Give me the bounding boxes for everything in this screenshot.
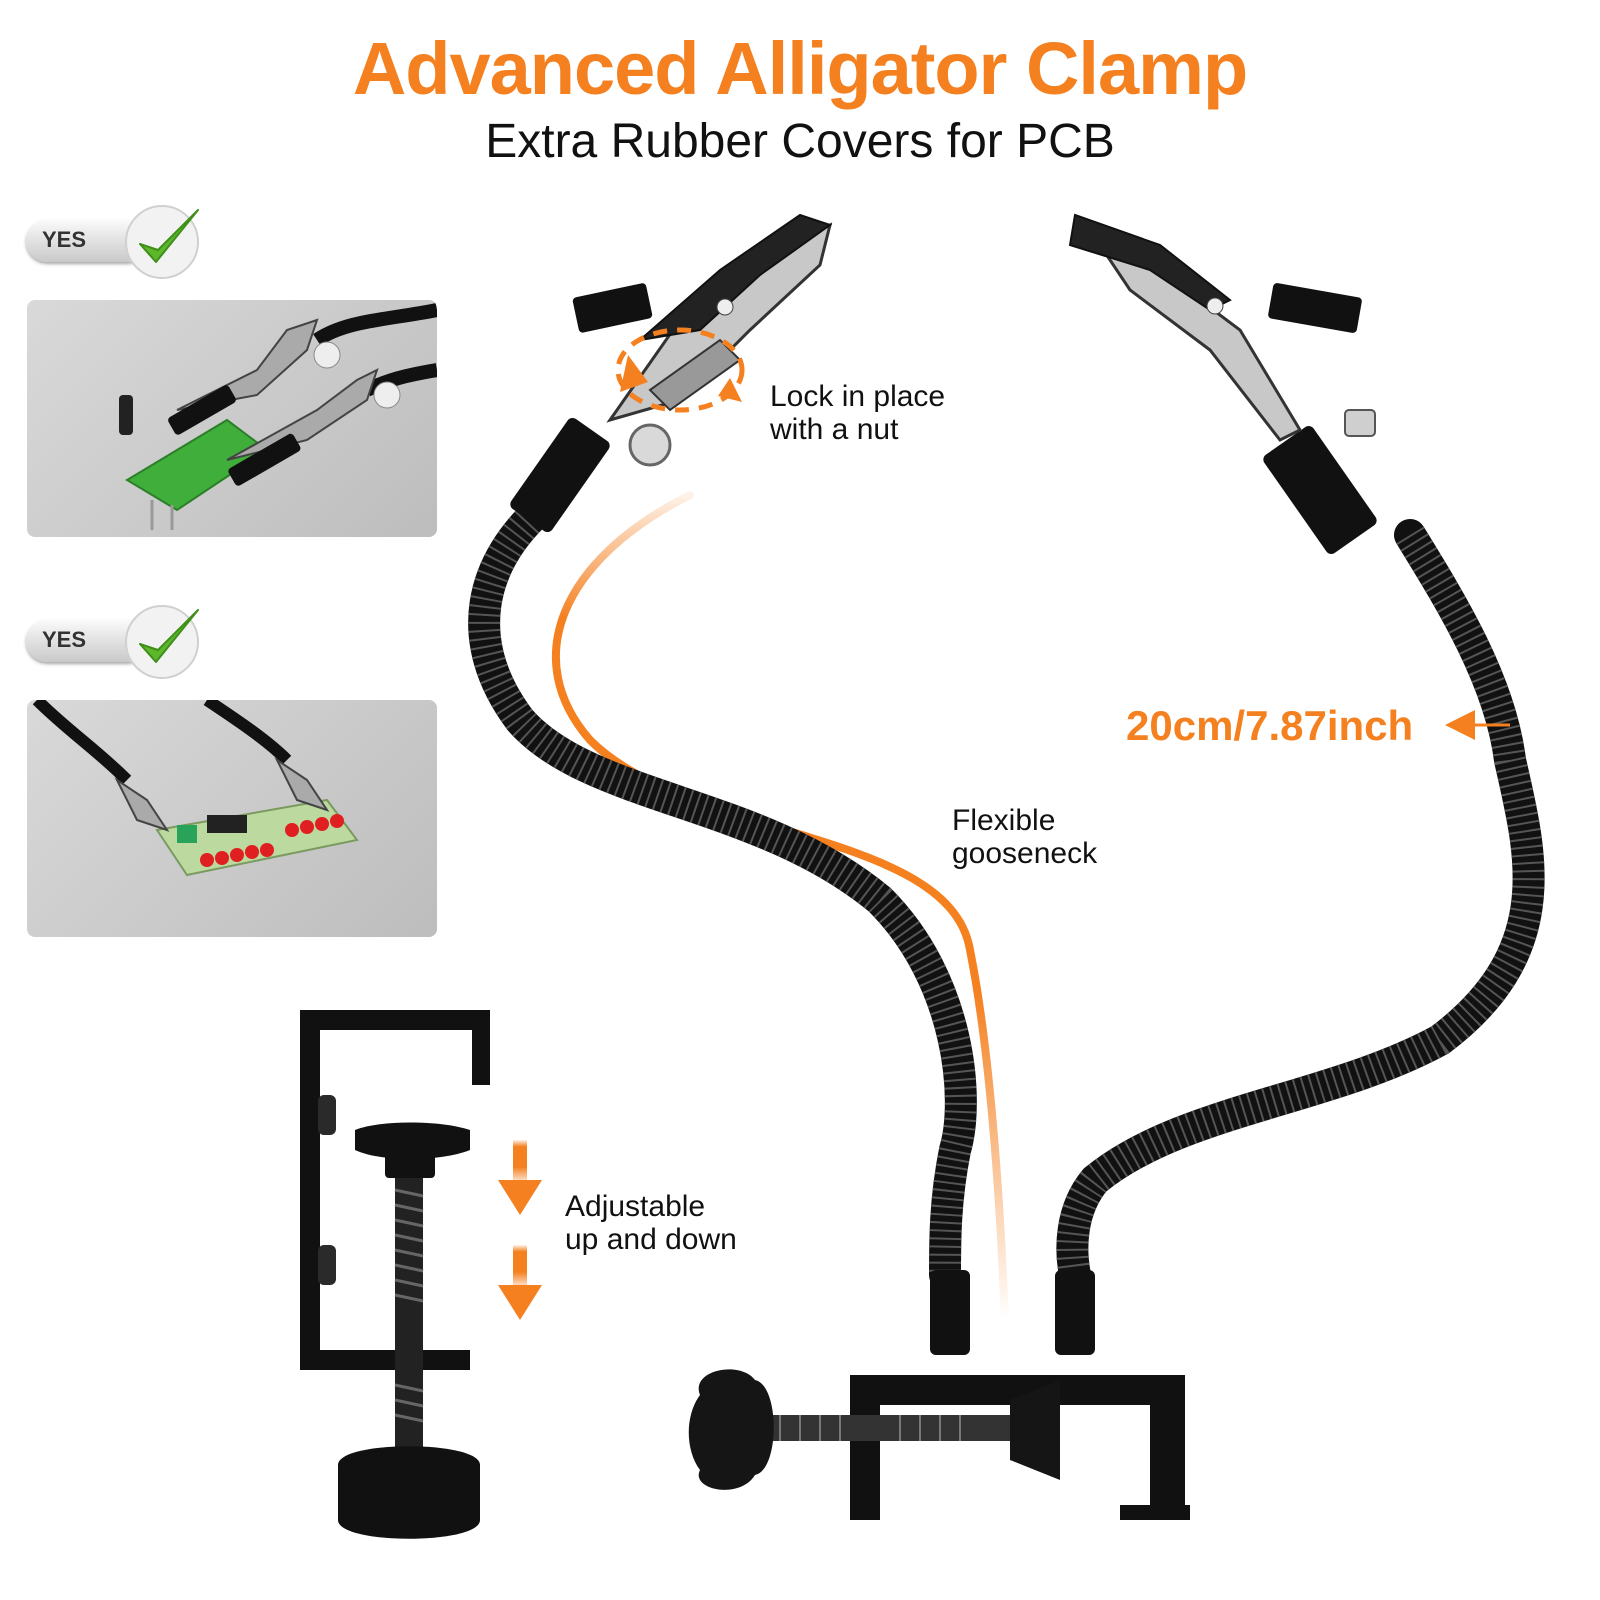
bottom-knob [338,1446,480,1539]
lock-callout-line1: Lock in place [770,380,946,413]
page-title: Advanced Alligator Clamp [352,27,1248,110]
adjust-callout: Adjustable up and down [565,1190,737,1256]
right-alligator-clip [1068,213,1362,442]
yes-badge: YES [26,200,199,280]
pcb-photo-2 [27,700,437,937]
yes-label: YES [42,627,87,652]
top-knob [355,1122,470,1159]
right-gooseneck [1056,519,1545,1291]
yes-badge: YES [26,600,199,680]
base-knob [688,1369,774,1490]
page-subtitle: Extra Rubber Covers for PCB [485,115,1115,168]
flex-curve [551,491,1009,1324]
length-label: 20cm/7.87inch [1126,702,1414,749]
checkmark-icon [125,205,199,279]
yes-label: YES [42,227,87,252]
adjust-callout-line2: up and down [565,1223,737,1256]
checkmark-icon [125,605,199,679]
lock-callout: Lock in place with a nut [770,380,945,446]
gooseneck-callout: Flexible gooseneck [952,804,1097,870]
adjust-callout-line1: Adjustable [565,1190,706,1223]
left-alligator-clip [572,213,833,423]
c-clamp [300,1010,490,1539]
gooseneck-callout-line1: Flexible [952,804,1056,837]
left-gooseneck [468,489,977,1291]
pcb-photo-1 [27,300,437,537]
lock-callout-line2: with a nut [770,413,899,446]
gooseneck-callout-line2: gooseneck [952,837,1098,870]
